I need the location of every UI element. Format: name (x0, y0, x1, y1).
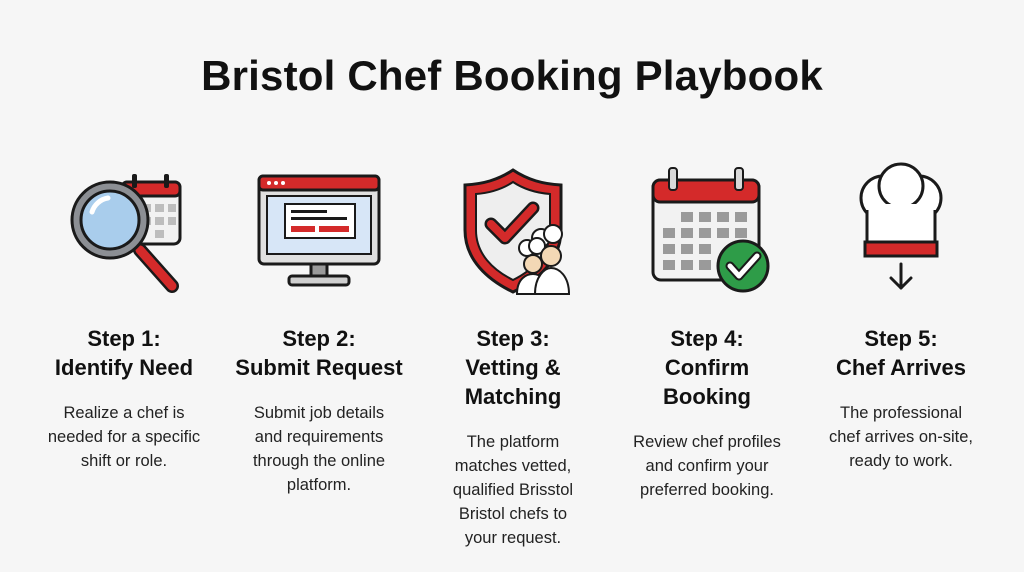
step-name: Chef Arrives (835, 355, 966, 380)
step-name: Submit Request (235, 355, 403, 380)
magnifier-calendar-icon (54, 160, 194, 300)
step-description: The professional chef arrives on-site, r… (829, 404, 973, 470)
page-title: Bristol Chef Booking Playbook (201, 52, 823, 99)
calendar-check-icon (637, 160, 777, 300)
computer-monitor-form-icon (249, 160, 389, 300)
step-number: Step 1: (87, 326, 161, 351)
chef-hat-arrival-icon (831, 160, 971, 300)
step-2: Step 2: Submit Request Submit job detail… (224, 160, 414, 497)
step-1: Step 1: Identify Need Realize a chef is … (29, 160, 219, 473)
step-number: Step 2: (282, 326, 356, 351)
step-description: Realize a chef is needed for a specific … (47, 404, 201, 470)
step-number: Step 5: (864, 326, 938, 351)
step-description: Submit job details and requirements thro… (252, 404, 386, 494)
step-number: Step 3: (476, 326, 550, 351)
step-description: The platform matches vetted, qualified B… (452, 433, 574, 547)
step-5: Step 5: Chef Arrives The professional ch… (806, 160, 996, 473)
step-name: Vetting & Matching (464, 355, 562, 409)
step-name: Identify Need (54, 355, 194, 380)
step-name: Confirm Booking (663, 355, 751, 409)
shield-check-chefs-icon (443, 160, 583, 300)
step-description: Review chef profiles and confirm your pr… (633, 433, 781, 499)
step-4: Step 4: Confirm Booking Review chef prof… (612, 160, 802, 502)
step-3: Step 3: Vetting & Matching The platform … (418, 160, 608, 550)
step-number: Step 4: (670, 326, 744, 351)
